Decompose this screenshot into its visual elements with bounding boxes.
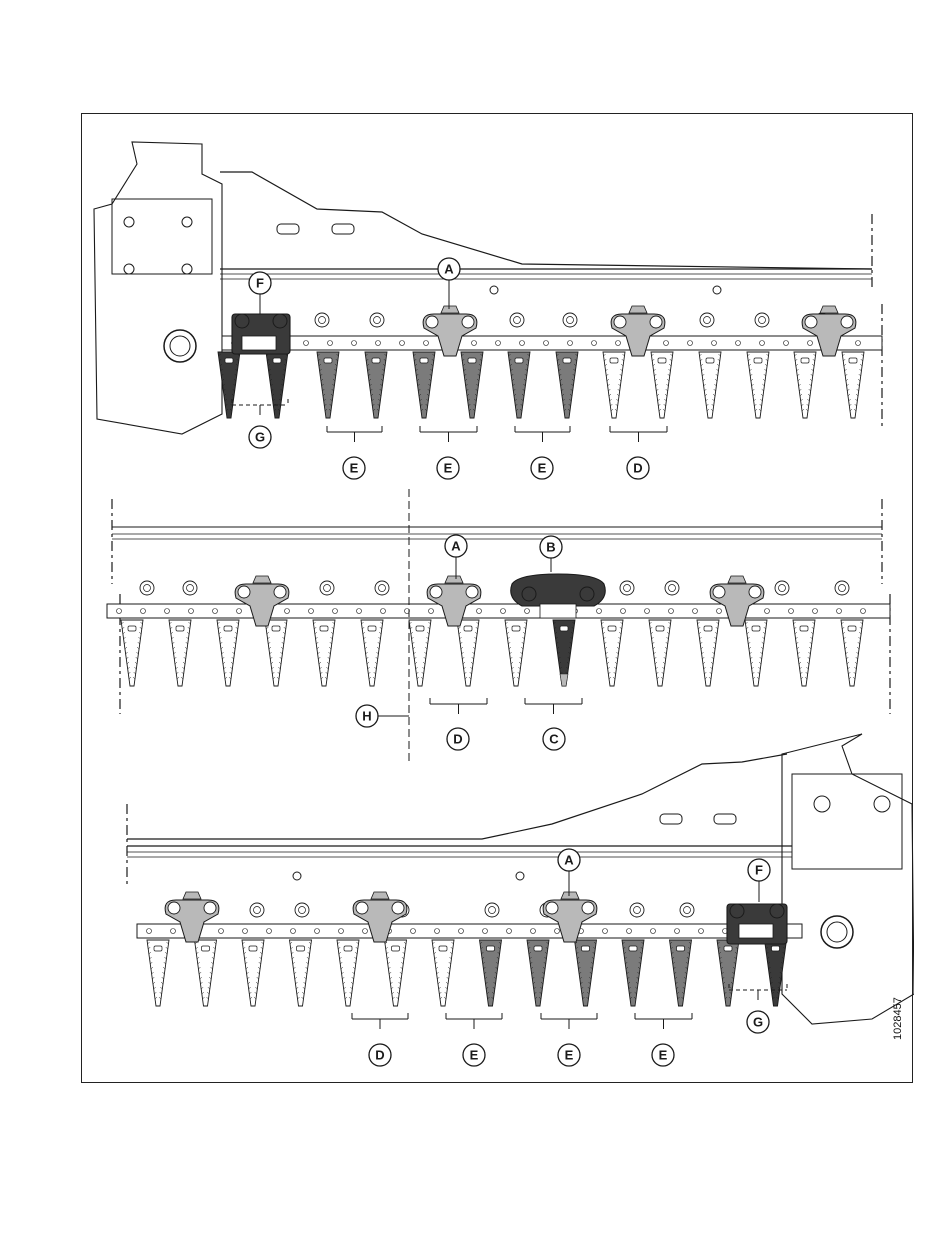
callout-c1: C (543, 728, 565, 750)
callout-letter: A (564, 853, 574, 868)
callout-letter: F (755, 863, 763, 878)
bolt (140, 581, 154, 595)
bolt (320, 581, 334, 595)
bracket (515, 426, 570, 442)
bolt (183, 581, 197, 595)
bolt (665, 581, 679, 595)
callout-letter: C (549, 732, 559, 747)
callout-e4: E (463, 1044, 485, 1066)
bolt (375, 581, 389, 595)
callout-f2: F (748, 859, 770, 881)
callout-b1: B (540, 536, 562, 558)
callout-e3: E (531, 457, 553, 479)
bolt (563, 313, 577, 327)
callout-d2: D (447, 728, 469, 750)
callout-letter: H (362, 709, 371, 724)
callout-letter: E (565, 1048, 574, 1063)
callout-letter: G (255, 430, 265, 445)
header-frame (94, 142, 222, 434)
bolt (370, 313, 384, 327)
drive-hub (164, 330, 196, 362)
view-bottom (127, 734, 914, 1024)
bolt (620, 581, 634, 595)
endsheet-plate (792, 774, 902, 869)
callout-letter: E (470, 1048, 479, 1063)
bolt (700, 313, 714, 327)
cutterbar (222, 336, 882, 350)
bracket (327, 426, 382, 442)
callout-letter: D (633, 461, 642, 476)
endsheet-plate (112, 199, 212, 274)
bracket (610, 426, 667, 442)
bracket (420, 426, 477, 442)
knife-section-diagram: F A G E E E D A B H D C A F D E E E G (82, 114, 914, 1084)
callout-g1: G (249, 426, 271, 448)
callout-letter: E (538, 461, 547, 476)
callout-letter: D (375, 1048, 384, 1063)
callout-e6: E (652, 1044, 674, 1066)
cutterbar (107, 604, 890, 618)
callout-a1: A (438, 258, 460, 280)
callout-a3: A (558, 849, 580, 871)
bolt (835, 581, 849, 595)
callout-letter: E (659, 1048, 668, 1063)
callout-letter: E (444, 461, 453, 476)
callout-letter: A (444, 262, 454, 277)
callout-e5: E (558, 1044, 580, 1066)
bolt (295, 903, 309, 917)
callout-letter: D (453, 732, 462, 747)
bracket (446, 1013, 502, 1029)
bracket (541, 1013, 597, 1029)
housing-profile (220, 172, 872, 269)
bolt (315, 313, 329, 327)
bolt (630, 903, 644, 917)
bracket (430, 698, 487, 714)
bolt (680, 903, 694, 917)
figure-number: 1028457 (892, 997, 904, 1040)
callout-e2: E (437, 457, 459, 479)
callout-letter: G (753, 1015, 763, 1030)
callout-h1: H (356, 705, 378, 727)
guard-tip (560, 674, 568, 686)
callout-d1: D (627, 457, 649, 479)
view-middle (107, 489, 890, 762)
housing-profile (127, 754, 787, 839)
callout-letter: F (256, 276, 264, 291)
callout-d3: D (369, 1044, 391, 1066)
callout-e1: E (343, 457, 365, 479)
drive-hub (821, 916, 853, 948)
bracket (525, 698, 582, 714)
callout-a2: A (445, 535, 467, 557)
callout-letter: B (546, 540, 555, 555)
callout-letter: A (451, 539, 461, 554)
cutterbar (137, 924, 802, 938)
bracket (635, 1013, 692, 1029)
callout-g2: G (747, 1011, 769, 1033)
bolt (510, 313, 524, 327)
view-top (94, 142, 882, 434)
bolt (250, 903, 264, 917)
figure-frame: F A G E E E D A B H D C A F D E E E G (81, 113, 913, 1083)
bolt (755, 313, 769, 327)
callout-letter: E (350, 461, 359, 476)
header-frame-right (782, 734, 914, 1024)
bracket (352, 1013, 408, 1029)
callout-f1: F (249, 272, 271, 294)
bolt (775, 581, 789, 595)
bolt (485, 903, 499, 917)
